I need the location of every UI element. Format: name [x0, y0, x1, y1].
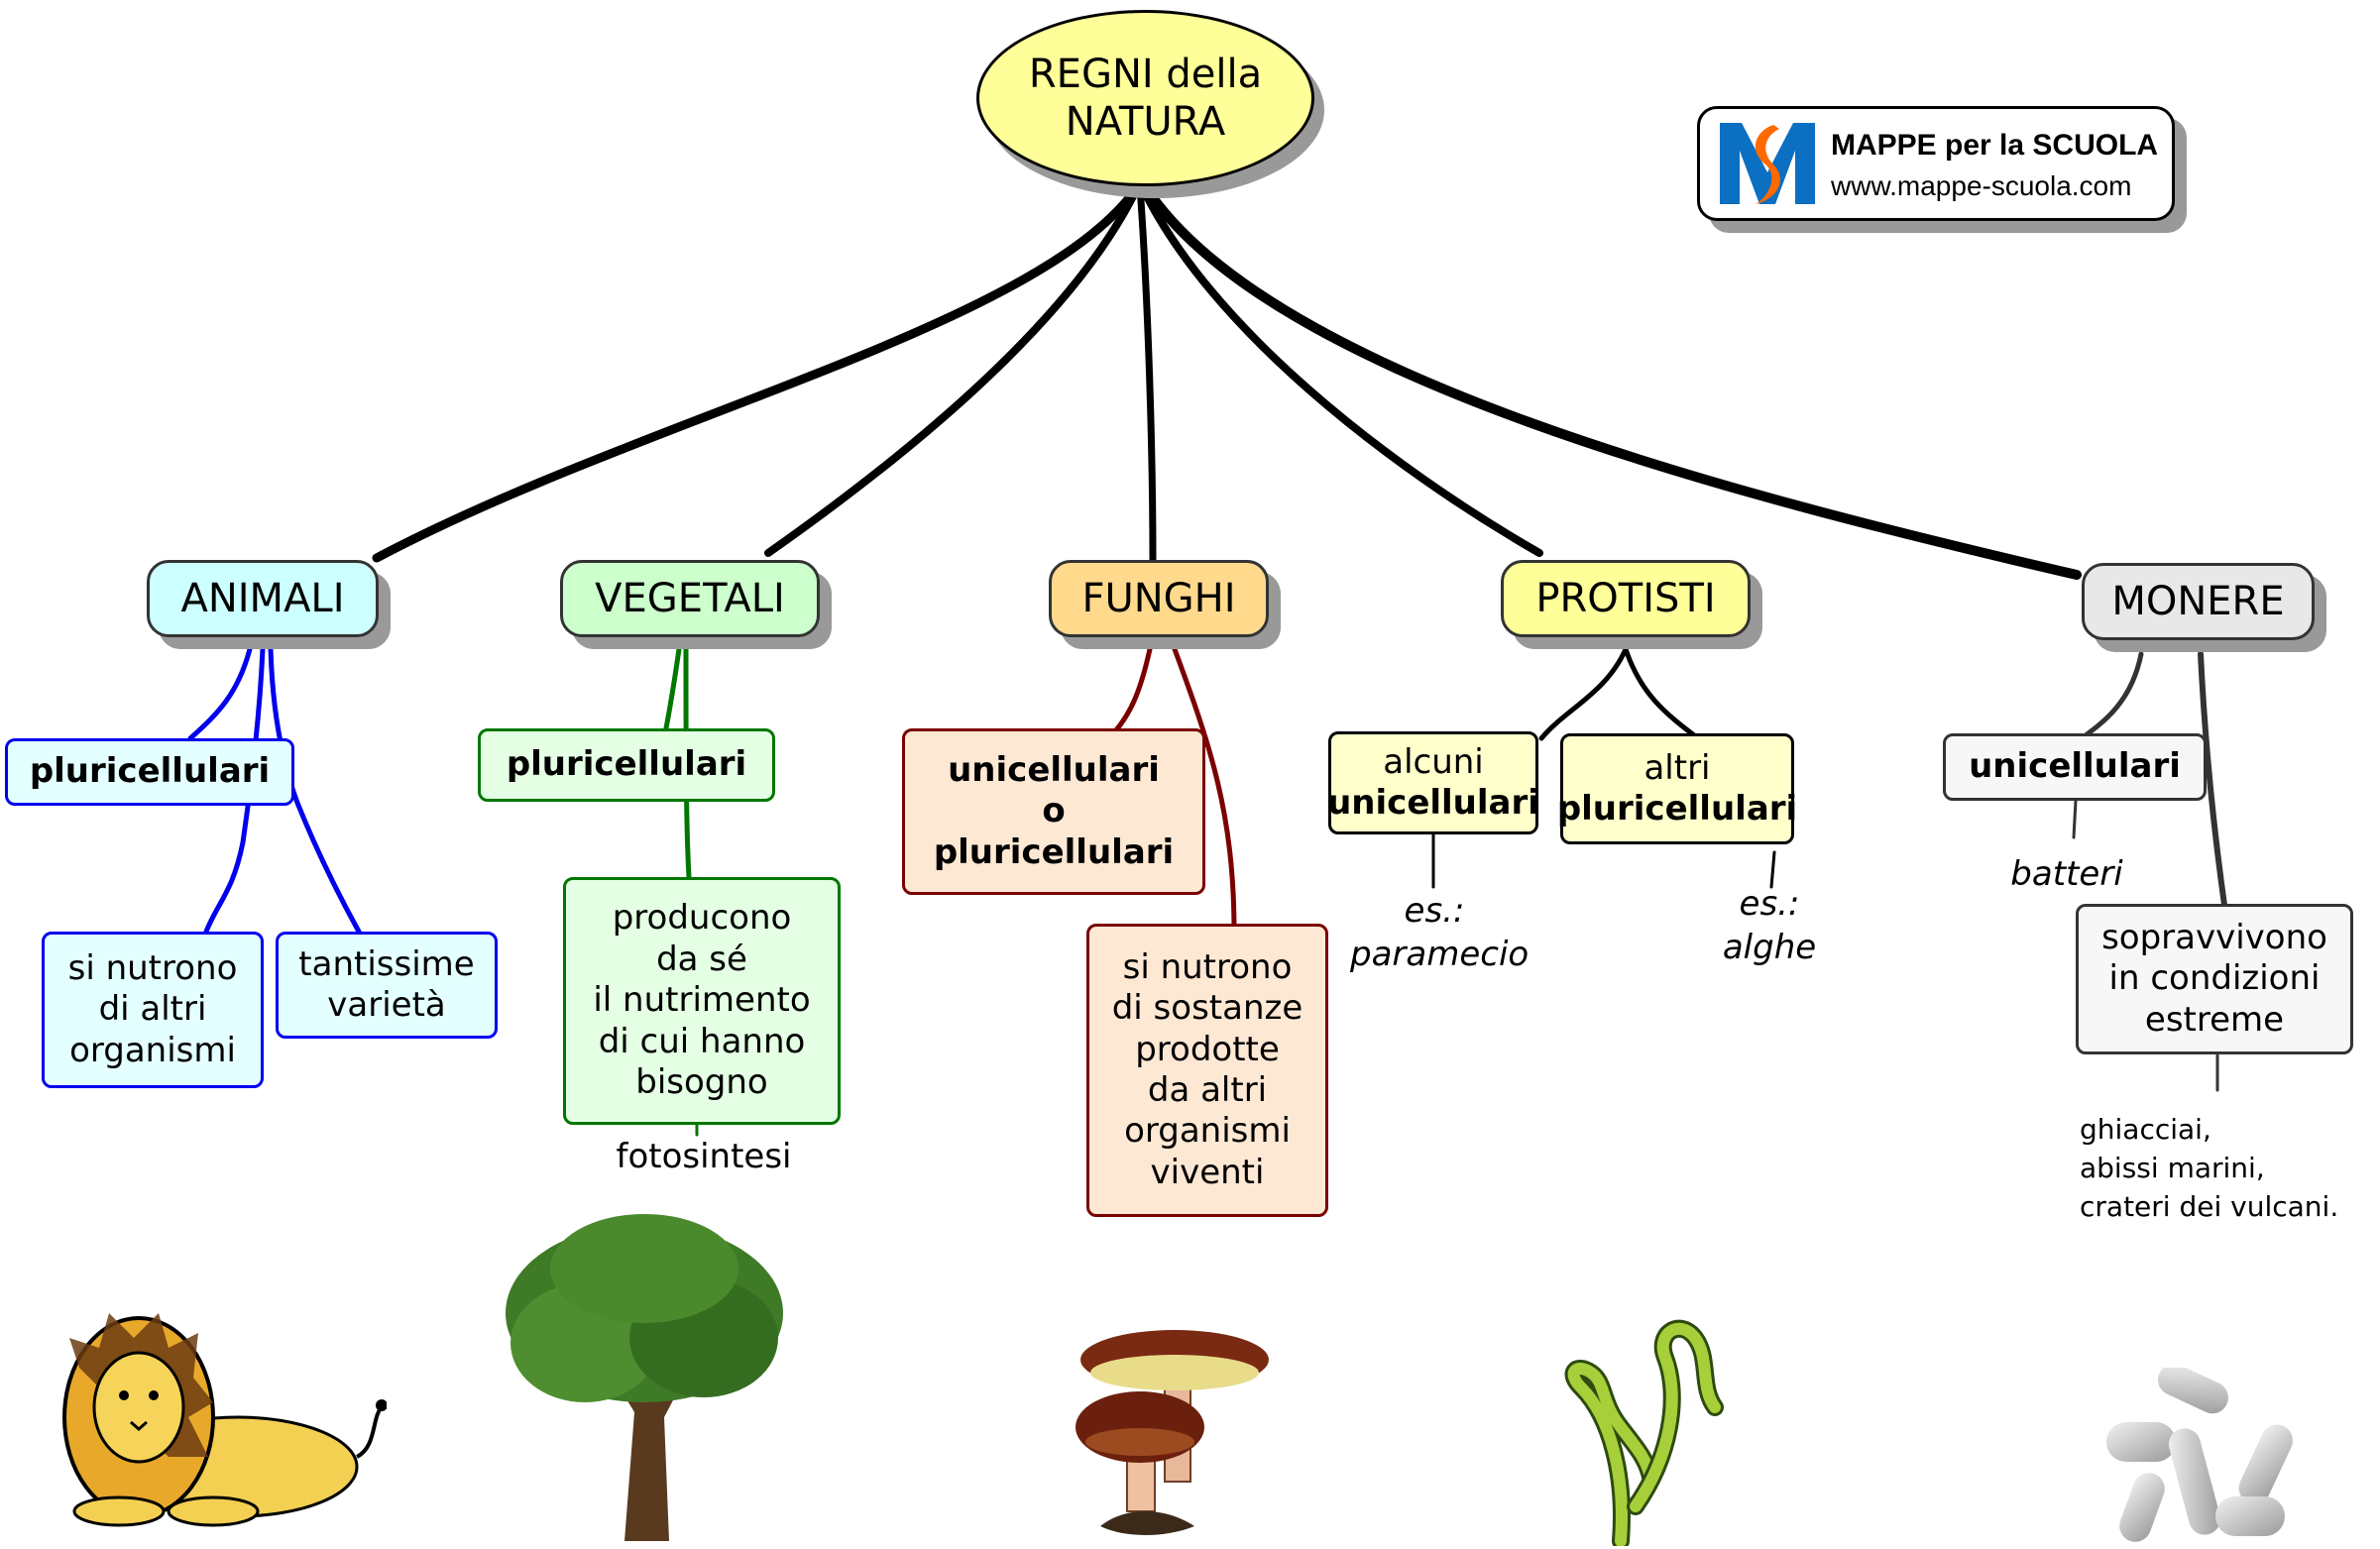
protisti-group-prefix: alcuni: [1383, 741, 1484, 782]
funghi-fact-line: prodotte: [1135, 1029, 1280, 1069]
root-title-line1: REGNI della: [1028, 52, 1263, 97]
vegetali-fact-box[interactable]: producono da sé il nutrimento di cui han…: [563, 877, 841, 1125]
funghi-type-box[interactable]: unicellulari o pluricellulari: [902, 728, 1205, 895]
kingdom-monere[interactable]: MONERE: [2082, 563, 2315, 640]
monere-example: batteri: [2010, 854, 2123, 894]
vegetali-fact-line: da sé: [656, 939, 747, 979]
monere-place: abissi marini,: [2080, 1152, 2265, 1185]
funghi-fact-line: di sostanze: [1111, 988, 1303, 1029]
link-funghi-type: [1112, 646, 1153, 734]
link-monere-uni: [2079, 651, 2144, 741]
vegetali-fact-line: bisogno: [635, 1062, 768, 1103]
monere-places: ghiacciai, abissi marini, crateri dei vu…: [2080, 1110, 2338, 1227]
funghi-type-line: unicellulari: [948, 749, 1160, 790]
link-root-funghi: [1136, 182, 1157, 564]
example-label: es.:: [1404, 891, 1465, 931]
kingdom-vegetali[interactable]: VEGETALI: [560, 560, 820, 637]
funghi-fact-box[interactable]: si nutrono di sostanze prodotte da altri…: [1086, 924, 1328, 1217]
link-root-animali: [372, 181, 1143, 563]
animali-fact-varieta[interactable]: tantissime varietà: [276, 932, 498, 1039]
vegetali-type-text: pluricellulari: [506, 744, 747, 785]
kingdom-animali-label: ANIMALI: [180, 575, 345, 621]
link-root-protisti: [1138, 182, 1543, 557]
root-node[interactable]: REGNI della NATURA: [976, 10, 1314, 186]
monere-fact-line: estreme: [2144, 999, 2285, 1040]
kingdom-protisti-label: PROTISTI: [1535, 575, 1716, 621]
link-uni-batteri: [2072, 799, 2078, 839]
link-protisti-alcuni: [1538, 646, 1629, 741]
vegetali-fact-line: il nutrimento: [593, 980, 811, 1021]
vegetali-note: fotosintesi: [616, 1137, 792, 1176]
root-title-line2: NATURA: [1065, 99, 1226, 145]
example-label: es.:: [1739, 884, 1800, 924]
mappe-logo-icon: [1720, 123, 1815, 204]
link-animali-varieta: [268, 646, 362, 935]
example-value: paramecio: [1350, 935, 1530, 975]
kingdom-funghi-label: FUNGHI: [1081, 575, 1236, 621]
protisti-group-prefix: altri: [1643, 747, 1711, 788]
kingdom-animali[interactable]: ANIMALI: [147, 560, 379, 637]
link-vegetali-pluri: [661, 646, 682, 741]
link-animali-pluri: [187, 646, 253, 741]
link-funghi-nutrono: [1172, 646, 1237, 935]
monere-fact-line: in condizioni: [2108, 958, 2321, 999]
protisti-group-altri[interactable]: altri pluricellulari: [1556, 733, 1798, 844]
monere-type-box[interactable]: unicellulari: [1943, 733, 2207, 801]
lion-icon: [62, 1313, 387, 1527]
algae-icon: [1564, 1319, 1724, 1546]
animali-fact-nutrono[interactable]: si nutrono di altri organismi: [42, 932, 264, 1088]
monere-place: ghiacciai,: [2080, 1113, 2211, 1146]
link-monere-estreme: [2198, 651, 2228, 915]
vegetali-fact-line: di cui hanno: [598, 1021, 806, 1061]
animali-fact-line: si nutrono: [67, 947, 238, 988]
animali-type-box[interactable]: pluricellulari: [5, 738, 294, 806]
funghi-type-line: o: [1042, 791, 1066, 831]
bacteria-icon: [2106, 1368, 2293, 1542]
funghi-type-line: pluricellulari: [933, 831, 1175, 872]
protisti-group-type: pluricellulari: [1556, 789, 1798, 829]
funghi-fact-line: viventi: [1150, 1152, 1265, 1192]
protisti-example-paramecio: es.: paramecio: [1350, 889, 1530, 976]
protisti-example-alghe: es.: alghe: [1685, 882, 1854, 969]
monere-fact-box[interactable]: sopravvivono in condizioni estreme: [2076, 904, 2353, 1054]
monere-type-text: unicellulari: [1969, 746, 2181, 787]
animali-fact-line: tantissime: [298, 943, 475, 984]
link-altri-es: [1769, 850, 1776, 889]
example-value: alghe: [1722, 928, 1817, 968]
kingdom-funghi[interactable]: FUNGHI: [1049, 560, 1269, 637]
protisti-group-alcuni[interactable]: alcuni unicellulari: [1327, 731, 1539, 834]
tree-icon: [506, 1214, 783, 1541]
logo-badge[interactable]: MAPPE per la SCUOLA www.mappe-scuola.com: [1697, 106, 2175, 221]
link-root-vegetali: [764, 182, 1142, 557]
kingdom-monere-label: MONERE: [2111, 578, 2285, 624]
animali-fact-line: varietà: [327, 985, 446, 1025]
logo-url-text[interactable]: www.mappe-scuola.com: [1831, 170, 2132, 201]
animali-fact-line: organismi: [69, 1030, 236, 1070]
monere-fact-line: sopravvivono: [2101, 917, 2327, 957]
logo-brand-text: MAPPE per la SCUOLA: [1831, 129, 2159, 162]
mushroom-icon: [1076, 1330, 1269, 1535]
funghi-fact-line: da altri: [1147, 1070, 1268, 1110]
link-root-monere: [1140, 181, 2082, 580]
kingdom-protisti[interactable]: PROTISTI: [1501, 560, 1751, 637]
animali-fact-line: di altri: [98, 989, 207, 1030]
funghi-fact-line: si nutrono: [1122, 946, 1293, 987]
vegetali-fact-line: producono: [612, 898, 792, 939]
protisti-group-type: unicellulari: [1327, 783, 1539, 823]
link-protisti-altri: [1623, 646, 1701, 741]
vegetali-type-box[interactable]: pluricellulari: [478, 728, 775, 802]
funghi-fact-line: organismi: [1124, 1111, 1291, 1152]
animali-type-text: pluricellulari: [29, 751, 271, 792]
link-animali-nutrono: [203, 646, 266, 935]
monere-place: crateri dei vulcani.: [2080, 1190, 2339, 1224]
kingdom-vegetali-label: VEGETALI: [595, 575, 785, 621]
